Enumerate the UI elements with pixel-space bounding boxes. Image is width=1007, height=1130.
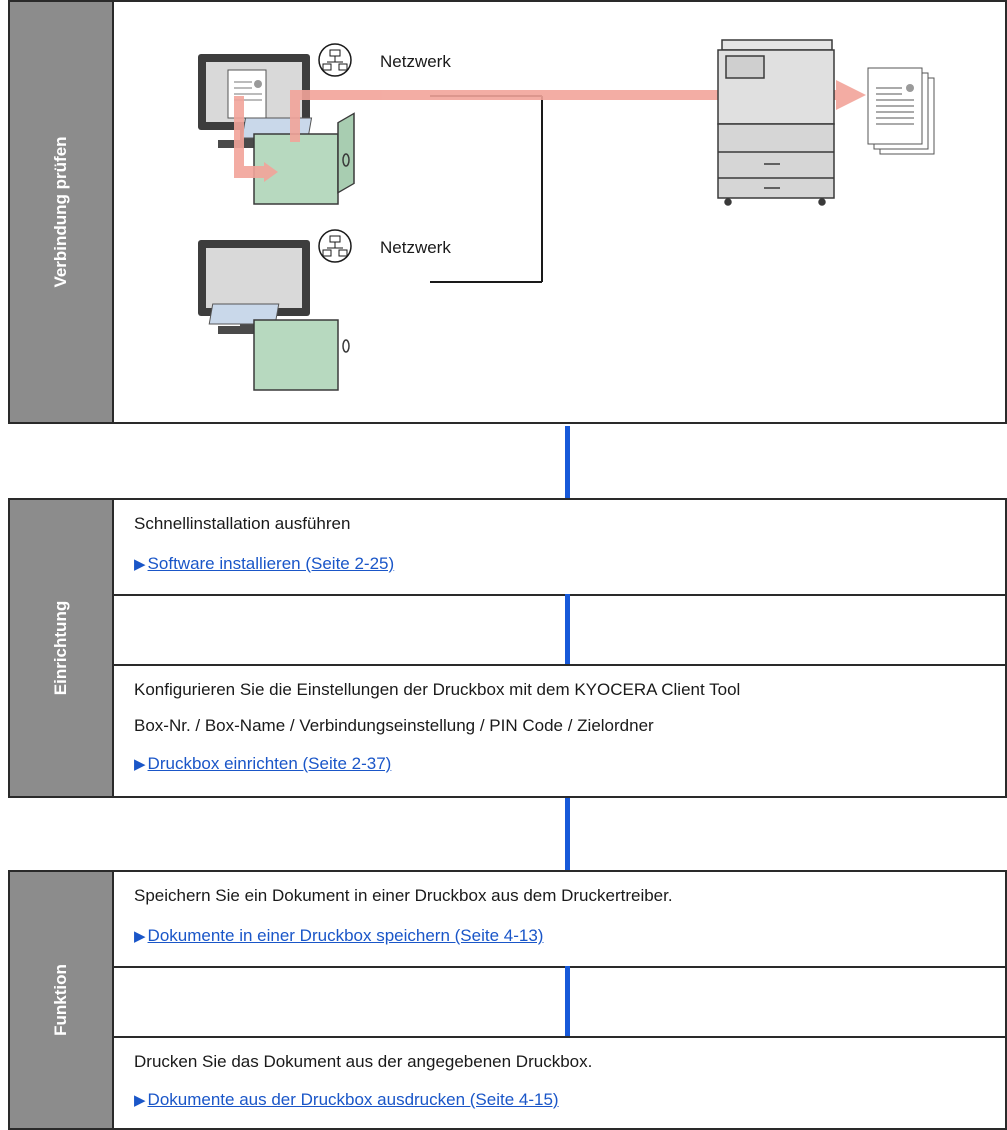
link-dokumente-speichern[interactable]: Dokumente in einer Druckbox speichern (S… <box>147 926 544 945</box>
step-link-row: ▶Dokumente aus der Druckbox ausdrucken (… <box>134 1090 559 1110</box>
network-diagram-svg <box>198 39 935 391</box>
network-icon <box>318 43 352 77</box>
link-dokumente-ausdrucken[interactable]: Dokumente aus der Druckbox ausdrucken (S… <box>147 1090 559 1109</box>
section-title-verbindung: Verbindung prüfen <box>51 136 70 288</box>
section-einrichtung: Einrichtung Schnellinstallation ausführe… <box>8 498 1007 798</box>
link-arrow-icon: ▶ <box>134 556 146 573</box>
link-arrow-icon: ▶ <box>134 928 146 945</box>
document-icon <box>227 69 267 119</box>
flow-arrow <box>234 80 866 182</box>
link-druckbox-einrichten[interactable]: Druckbox einrichten (Seite 2-37) <box>147 754 392 773</box>
printed-stack-icon <box>867 67 935 155</box>
connector-2 <box>565 594 570 664</box>
funktion-step-1: Speichern Sie ein Dokument in einer Druc… <box>114 872 1005 968</box>
connector-3 <box>565 798 570 870</box>
section-verbindung: Verbindung prüfen <box>8 0 1007 424</box>
network-diagram: Netzwerk Netzwerk <box>114 2 1005 422</box>
einrichtung-step-1: Schnellinstallation ausführen ▶Software … <box>114 500 1005 596</box>
connector-1 <box>565 426 570 498</box>
section-title-funktion: Funktion <box>51 964 70 1036</box>
step-text: Drucken Sie das Dokument aus der angegeb… <box>134 1052 593 1071</box>
connector-4 <box>565 966 570 1036</box>
network-label-2: Netzwerk <box>380 238 451 257</box>
link-software-installieren[interactable]: Software installieren (Seite 2-25) <box>147 554 395 573</box>
link-arrow-icon: ▶ <box>134 756 146 773</box>
link-arrow-icon: ▶ <box>134 1092 146 1109</box>
network-icon-2 <box>318 229 352 263</box>
file-box-icon-2 <box>208 303 350 391</box>
step-detail: Box-Nr. / Box-Name / Verbindungseinstell… <box>134 716 654 735</box>
step-text: Konfigurieren Sie die Einstellungen der … <box>134 680 741 699</box>
step-link-row: ▶Software installieren (Seite 2-25) <box>134 554 394 574</box>
section-funktion: Funktion Speichern Sie ein Dokument in e… <box>8 870 1007 1130</box>
step-text: Schnellinstallation ausführen <box>134 514 351 533</box>
einrichtung-step-2: Konfigurieren Sie die Einstellungen der … <box>114 666 1005 796</box>
sidebar-funktion: Funktion <box>10 872 114 1128</box>
step-link-row: ▶Dokumente in einer Druckbox speichern (… <box>134 926 543 946</box>
step-text: Speichern Sie ein Dokument in einer Druc… <box>134 886 673 905</box>
section-title-einrichtung: Einrichtung <box>51 600 70 696</box>
sidebar-verbindung: Verbindung prüfen <box>10 2 114 422</box>
funktion-step-2: Drucken Sie das Dokument aus der angegeb… <box>114 1038 1005 1128</box>
sidebar-einrichtung: Einrichtung <box>10 500 114 796</box>
network-label-1: Netzwerk <box>380 52 451 71</box>
funktion-gap <box>114 968 1005 1038</box>
einrichtung-gap <box>114 596 1005 666</box>
printer-icon <box>717 39 835 206</box>
step-link-row: ▶Druckbox einrichten (Seite 2-37) <box>134 754 391 774</box>
